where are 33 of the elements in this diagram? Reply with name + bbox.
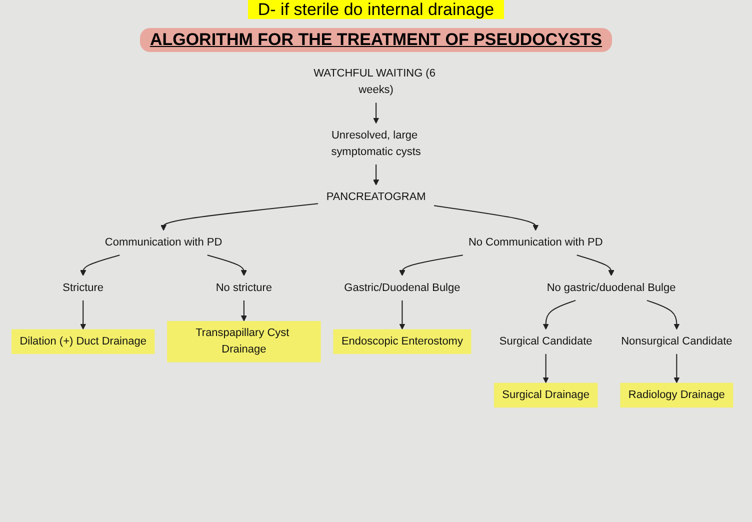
arrow	[542, 300, 576, 330]
node-box: Transpapillary Cyst Drainage	[167, 321, 321, 362]
diagram-title: ALGORITHM FOR THE TREATMENT OF PSEUDOCYSTS	[140, 28, 612, 52]
arrow	[576, 254, 614, 276]
node-text: Nonsurgical Candidate	[621, 335, 732, 348]
node-box: Dilation (+) Duct Drainage	[12, 329, 155, 354]
node-text: PANCREATOGRAM	[326, 191, 426, 203]
arrow	[399, 300, 406, 330]
node-box: Endoscopic Enterostomy	[333, 329, 472, 354]
arrow	[542, 354, 549, 384]
node-text: Communication with PD	[104, 236, 222, 248]
arrow	[80, 254, 120, 276]
arrow	[674, 354, 680, 384]
node-text: No Communication with PD	[468, 236, 603, 248]
node-box: Radiology Drainage	[620, 382, 734, 408]
node-text: Surgical Candidate	[499, 335, 592, 348]
node-text: WATCHFUL WAITING (6 weeks)	[314, 68, 436, 96]
arrow	[434, 205, 539, 231]
arrow	[240, 300, 247, 322]
arrow	[373, 102, 380, 124]
arrow	[399, 254, 463, 276]
arrow	[80, 300, 86, 330]
node-text: No stricture	[216, 282, 272, 294]
node-box: Surgical Drainage	[494, 382, 598, 408]
node-text: No gastric/duodenal Bulge	[546, 282, 676, 294]
node-text: Gastric/Duodenal Bulge	[344, 282, 460, 294]
note-text: D- if sterile do internal drainage	[248, 0, 504, 19]
node-text: Unresolved, large symptomatic cysts	[331, 129, 421, 158]
arrow	[373, 164, 380, 186]
node-text: Stricture	[62, 282, 104, 294]
arrow	[646, 300, 680, 330]
arrow	[160, 203, 318, 231]
arrow	[207, 254, 247, 276]
